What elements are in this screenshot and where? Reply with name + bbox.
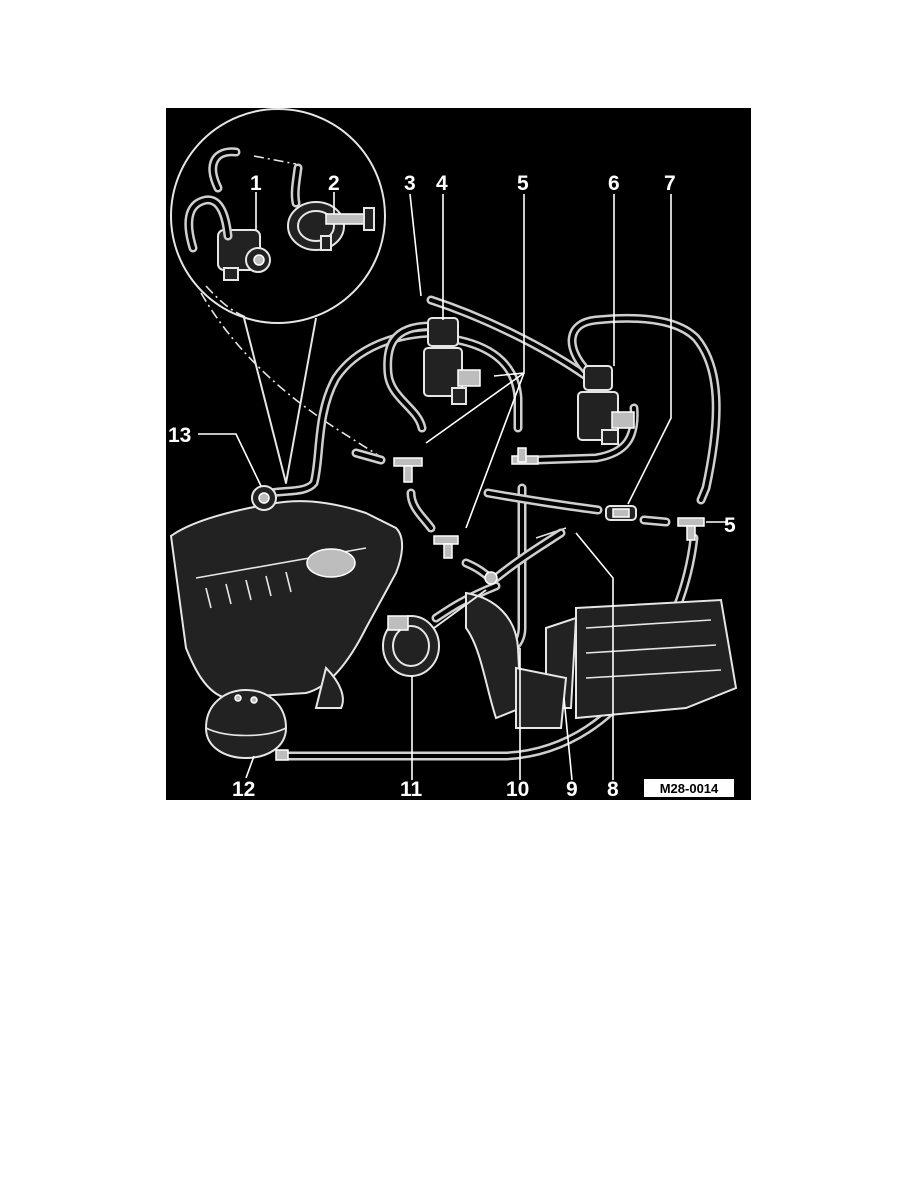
callout-2: 2: [328, 172, 340, 195]
callout-5-right: 5: [724, 514, 736, 537]
tee-lower: [433, 535, 459, 559]
tee-left: [393, 457, 423, 483]
vacuum-hose-routing-diagram: 1 2 3 4 5 6 7 5 13 12 11 10 9 8 M28-0014: [166, 108, 751, 800]
air-box: [575, 598, 738, 720]
callout-8: 8: [607, 778, 619, 800]
vacuum-reservoir-12: [204, 688, 289, 761]
inset-actuator-2: [287, 201, 375, 251]
callout-12: 12: [232, 778, 255, 800]
callout-13: 13: [168, 424, 191, 447]
inset-dash-link: [253, 155, 297, 165]
leader-lines: [198, 192, 726, 781]
engine-assembly: [169, 485, 738, 729]
cylinder-head: [169, 500, 403, 700]
tee-center: [511, 447, 539, 465]
figure-code-label: M28-0014: [644, 779, 734, 797]
callout-10: 10: [506, 778, 529, 800]
callout-5-top: 5: [517, 172, 529, 195]
intake-duct: [465, 591, 523, 720]
callout-11: 11: [400, 778, 423, 800]
figure-code-text: M28-0014: [660, 781, 719, 796]
detail-pointer: [243, 317, 317, 484]
callout-labels: 1 2 3 4 5 6 7 5 13 12 11 10 9 8: [168, 172, 736, 800]
callout-6: 6: [608, 172, 620, 195]
solenoid-valve-6: [577, 365, 635, 445]
inset-valve-1: [217, 229, 271, 281]
tee-right: [677, 517, 705, 541]
diagram-canvas: 1 2 3 4 5 6 7 5 13 12 11 10 9 8 M28-0014: [168, 108, 738, 800]
callout-9: 9: [566, 778, 578, 800]
solenoid-valve-4: [423, 317, 481, 405]
tee-connectors: [393, 447, 705, 559]
callout-3: 3: [404, 172, 416, 195]
oil-filler-cap: [306, 548, 356, 578]
detail-inset: [170, 108, 386, 484]
callout-1: 1: [250, 172, 262, 195]
restrictor-7: [605, 505, 637, 521]
callout-4: 4: [436, 172, 448, 195]
callout-7: 7: [664, 172, 676, 195]
inset-to-engine-dash: [200, 292, 382, 459]
detail-circle: [170, 108, 386, 324]
vacuum-unit-11: [382, 571, 498, 677]
